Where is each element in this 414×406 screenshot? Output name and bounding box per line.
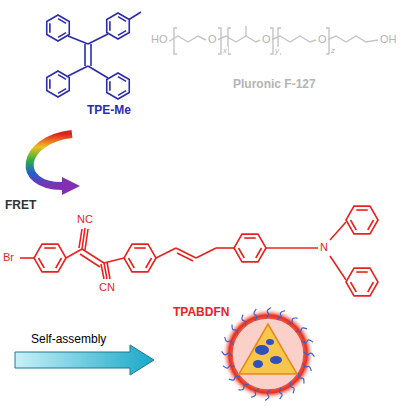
- atom-label: N: [319, 242, 329, 253]
- subscript-label: x: [222, 47, 228, 55]
- tpe-me-structure: [47, 12, 141, 99]
- subscript-label: y: [274, 47, 280, 55]
- atom-label: CN: [98, 282, 116, 293]
- tpabdfn-structure: [20, 206, 378, 296]
- atom-label: O: [317, 34, 328, 45]
- nanoparticle: [222, 308, 315, 401]
- atom-label: NC: [76, 214, 94, 225]
- compound-name: TPABDFN: [172, 306, 230, 318]
- self-assembly-arrow: [15, 345, 154, 375]
- process-label: FRET: [4, 199, 37, 211]
- atom-label: O: [261, 34, 272, 45]
- compound-name: TPE-Me: [86, 104, 132, 116]
- atom-label: Br: [2, 252, 15, 263]
- fret-arrow: [30, 134, 80, 195]
- compound-name: Pluronic F-127: [232, 78, 317, 90]
- subscript-label: z: [330, 47, 336, 55]
- process-label: Self-assembly: [30, 333, 107, 345]
- atom-label: O: [207, 34, 218, 45]
- atom-label: OH: [379, 34, 398, 45]
- pluronic-structure: [168, 26, 378, 54]
- atom-label: HO: [150, 34, 169, 45]
